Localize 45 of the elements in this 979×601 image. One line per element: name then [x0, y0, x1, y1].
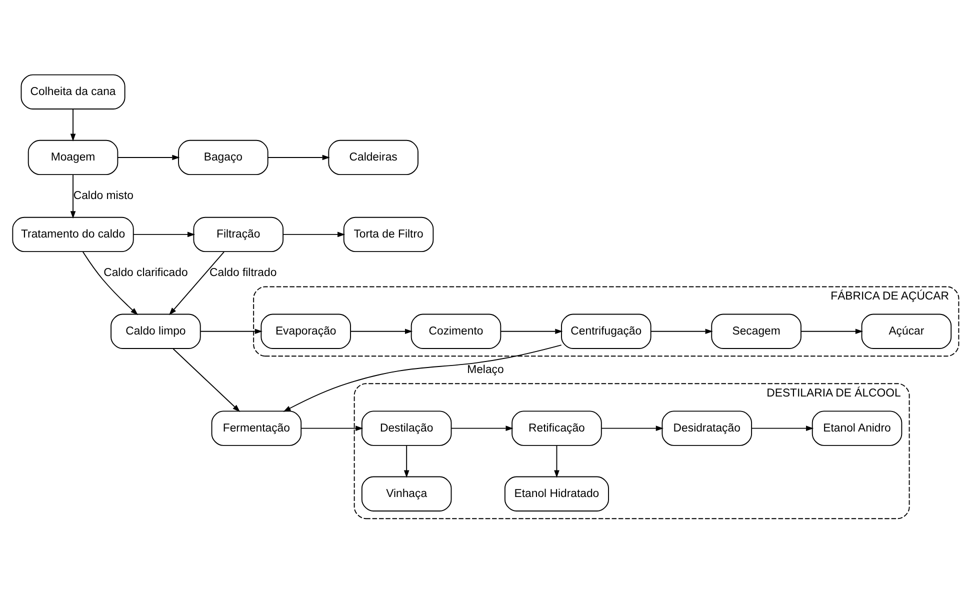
node-box: Açúcar: [861, 314, 952, 349]
arrow: [70, 174, 76, 219]
node-box: Vinhaça: [361, 476, 452, 512]
arrow: [82, 251, 138, 316]
node-box: Fermentação: [211, 410, 302, 446]
arrow: [800, 328, 864, 334]
node-box: Centrifugação: [561, 314, 652, 349]
arrow: [350, 328, 413, 334]
arrow: [554, 445, 560, 478]
arrow: [650, 328, 713, 334]
arrow: [300, 426, 364, 431]
node-box: Colheita da cana: [20, 74, 126, 110]
node-box: Secagem: [711, 314, 802, 349]
node-box: Cozimento: [410, 314, 502, 349]
arrow: [117, 154, 180, 160]
node-box: Desidratação: [662, 410, 752, 446]
arrow: [172, 348, 240, 412]
edge-label: Caldo misto: [73, 190, 134, 202]
node-box: Bagaço: [178, 140, 268, 176]
arrow: [282, 232, 346, 238]
edge-label: Caldo filtrado: [210, 266, 277, 279]
node-box: Filtração: [193, 216, 284, 252]
node-box: Destilação: [361, 410, 452, 446]
node-box: Etanol Anidro: [812, 410, 902, 446]
node-box: Tratamento do caldo: [12, 216, 134, 252]
node-box: Caldeiras: [328, 140, 418, 176]
arrow: [169, 251, 224, 316]
node-box: Evaporação: [260, 314, 351, 349]
arrow: [601, 426, 664, 431]
arrow: [500, 328, 563, 334]
edge-label: Caldo clarificado: [104, 266, 188, 279]
arrow: [404, 445, 410, 478]
arrow: [200, 328, 262, 334]
arrow: [751, 426, 814, 431]
arrow: [450, 426, 514, 431]
arrow: [283, 344, 562, 412]
node-box: Etanol Hidratado: [504, 476, 609, 512]
node-box: Moagem: [28, 140, 118, 176]
arrow: [268, 154, 330, 160]
edge-label: Melaço: [467, 364, 504, 376]
node-box: Caldo limpo: [110, 314, 201, 349]
node-box: Torta de Filtro: [343, 216, 434, 252]
arrow: [70, 108, 76, 142]
arrow: [132, 232, 196, 238]
node-box: Retificação: [512, 410, 602, 446]
